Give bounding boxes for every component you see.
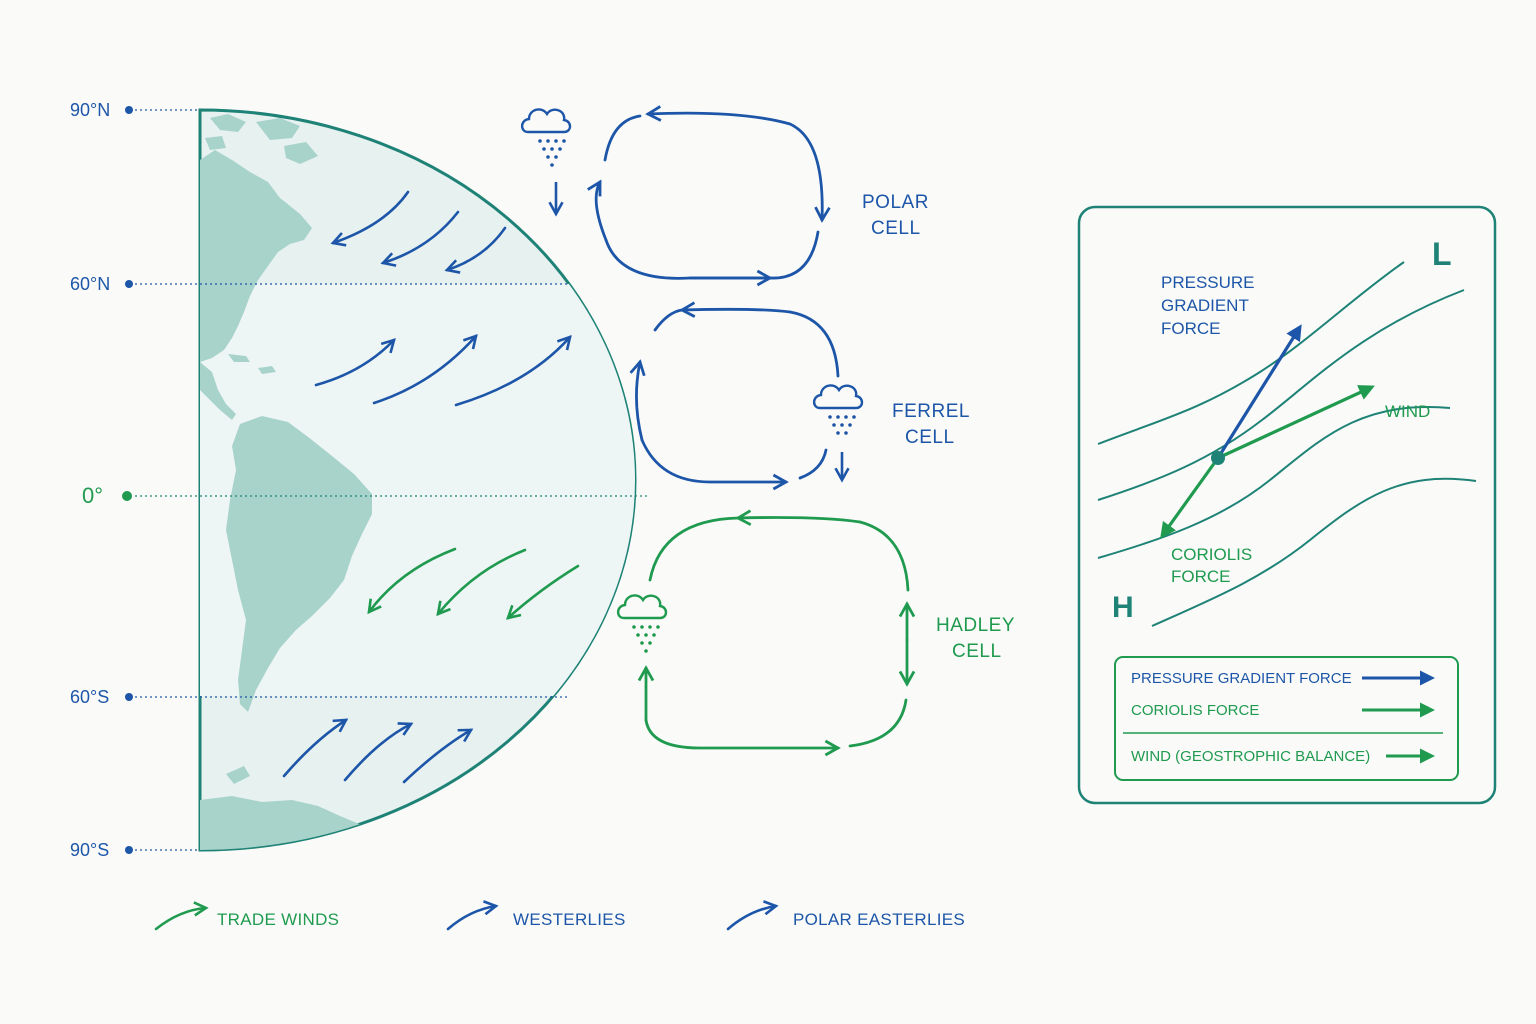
trade-winds-arrows [369,547,580,618]
low-pressure-label: L [1432,236,1452,272]
wind-vector [1217,385,1375,460]
latitude-60s: 60°S [70,687,109,707]
force-key: PRESSURE GRADIENT FORCE CORIOLIS FORCE W… [1114,656,1459,781]
trade-wind-arrow [438,548,527,614]
polar-cell-right [788,122,822,220]
parcel-point [1211,451,1225,465]
westerly-arrow [454,337,570,407]
polar-cell-bottom [604,230,820,280]
latitude-dots [122,106,133,854]
legend-polar-easterlies: POLAR EASTERLIES [793,910,965,929]
ferrel-cell-left [636,362,642,442]
latitude-equator: 0° [82,483,103,508]
ferrel-cell-label-line1: FERREL [892,401,970,422]
isobars [1097,261,1477,627]
key-wind: WIND (GEOSTROPHIC BALANCE) [1131,748,1370,765]
geostrophic-panel: L H PRESSURE GRADIENT FORCE WIND CORIOLI… [1077,205,1497,805]
coriolis-label-line1: CORIOLIS [1171,545,1252,564]
hadley-cell-top [738,518,862,523]
polar-easterly-arrow [333,190,410,243]
key-coriolis: CORIOLIS FORCE [1131,702,1259,719]
wind-label: WIND [1385,402,1430,421]
polar-easterly-arrow [383,210,460,263]
pgf-label-line2: GRADIENT [1161,296,1249,315]
polar-cell-left [596,182,608,242]
arrow-icon [446,906,496,931]
latitude-90s: 90°S [70,840,109,860]
pgf-label-line1: PRESSURE [1161,273,1255,292]
ferrel-cell [636,309,840,482]
north-america [200,150,312,362]
arrow-icon [726,906,776,931]
westerly-arrow [343,724,411,782]
polar-easterly-arrow [447,226,507,270]
wind-legend: TRADE WINDS WESTERLIES POLAR EASTERLIES [154,906,965,931]
westerlies-arrows [314,336,570,407]
westerly-arrow [314,340,394,387]
ferrel-cell-top [682,309,792,312]
continents [200,114,372,850]
trade-wind-arrow [508,564,580,618]
polar-cell-label-line2: CELL [871,218,921,239]
globe [198,108,637,852]
high-pressure-label: H [1112,591,1134,624]
westerly-arrow [282,720,346,778]
arrow-icon [154,908,206,931]
ferrel-cell-label-line2: CELL [905,427,955,448]
hadley-cell [646,518,908,749]
westerly-arrow [402,730,471,784]
polar-cell-top [648,113,792,126]
south-america [226,416,372,712]
latitude-60n: 60°N [70,274,110,294]
key-pgf: PRESSURE GRADIENT FORCE [1131,670,1352,687]
latitude-90n: 90°N [70,100,110,120]
polar-easterlies-arrows [333,190,507,270]
pgf-label-line3: FORCE [1161,319,1221,338]
southern-westerlies-arrows [282,720,471,784]
latitude-lines [130,109,650,851]
hadley-cell-bottom [644,718,838,748]
hadley-cell-label-line1: HADLEY [936,615,1015,636]
rain-cloud-icon [520,108,572,214]
hadley-cell-label-line2: CELL [952,641,1002,662]
panel-frame [1077,205,1497,805]
pressure-gradient-vector [1216,324,1302,459]
polar-cell-label-line1: POLAR [862,192,929,213]
trade-wind-arrow [369,547,457,612]
coriolis-label-line2: FORCE [1171,567,1231,586]
polar-cell [596,113,822,278]
legend-trade-winds: TRADE WINDS [217,910,339,929]
legend-westerlies: WESTERLIES [513,910,626,929]
coriolis-vector [1160,457,1220,539]
rain-cloud-icon [616,594,668,653]
ferrel-cell-right [788,310,840,378]
rain-cloud-icon [812,384,864,480]
westerly-arrow [372,336,476,405]
